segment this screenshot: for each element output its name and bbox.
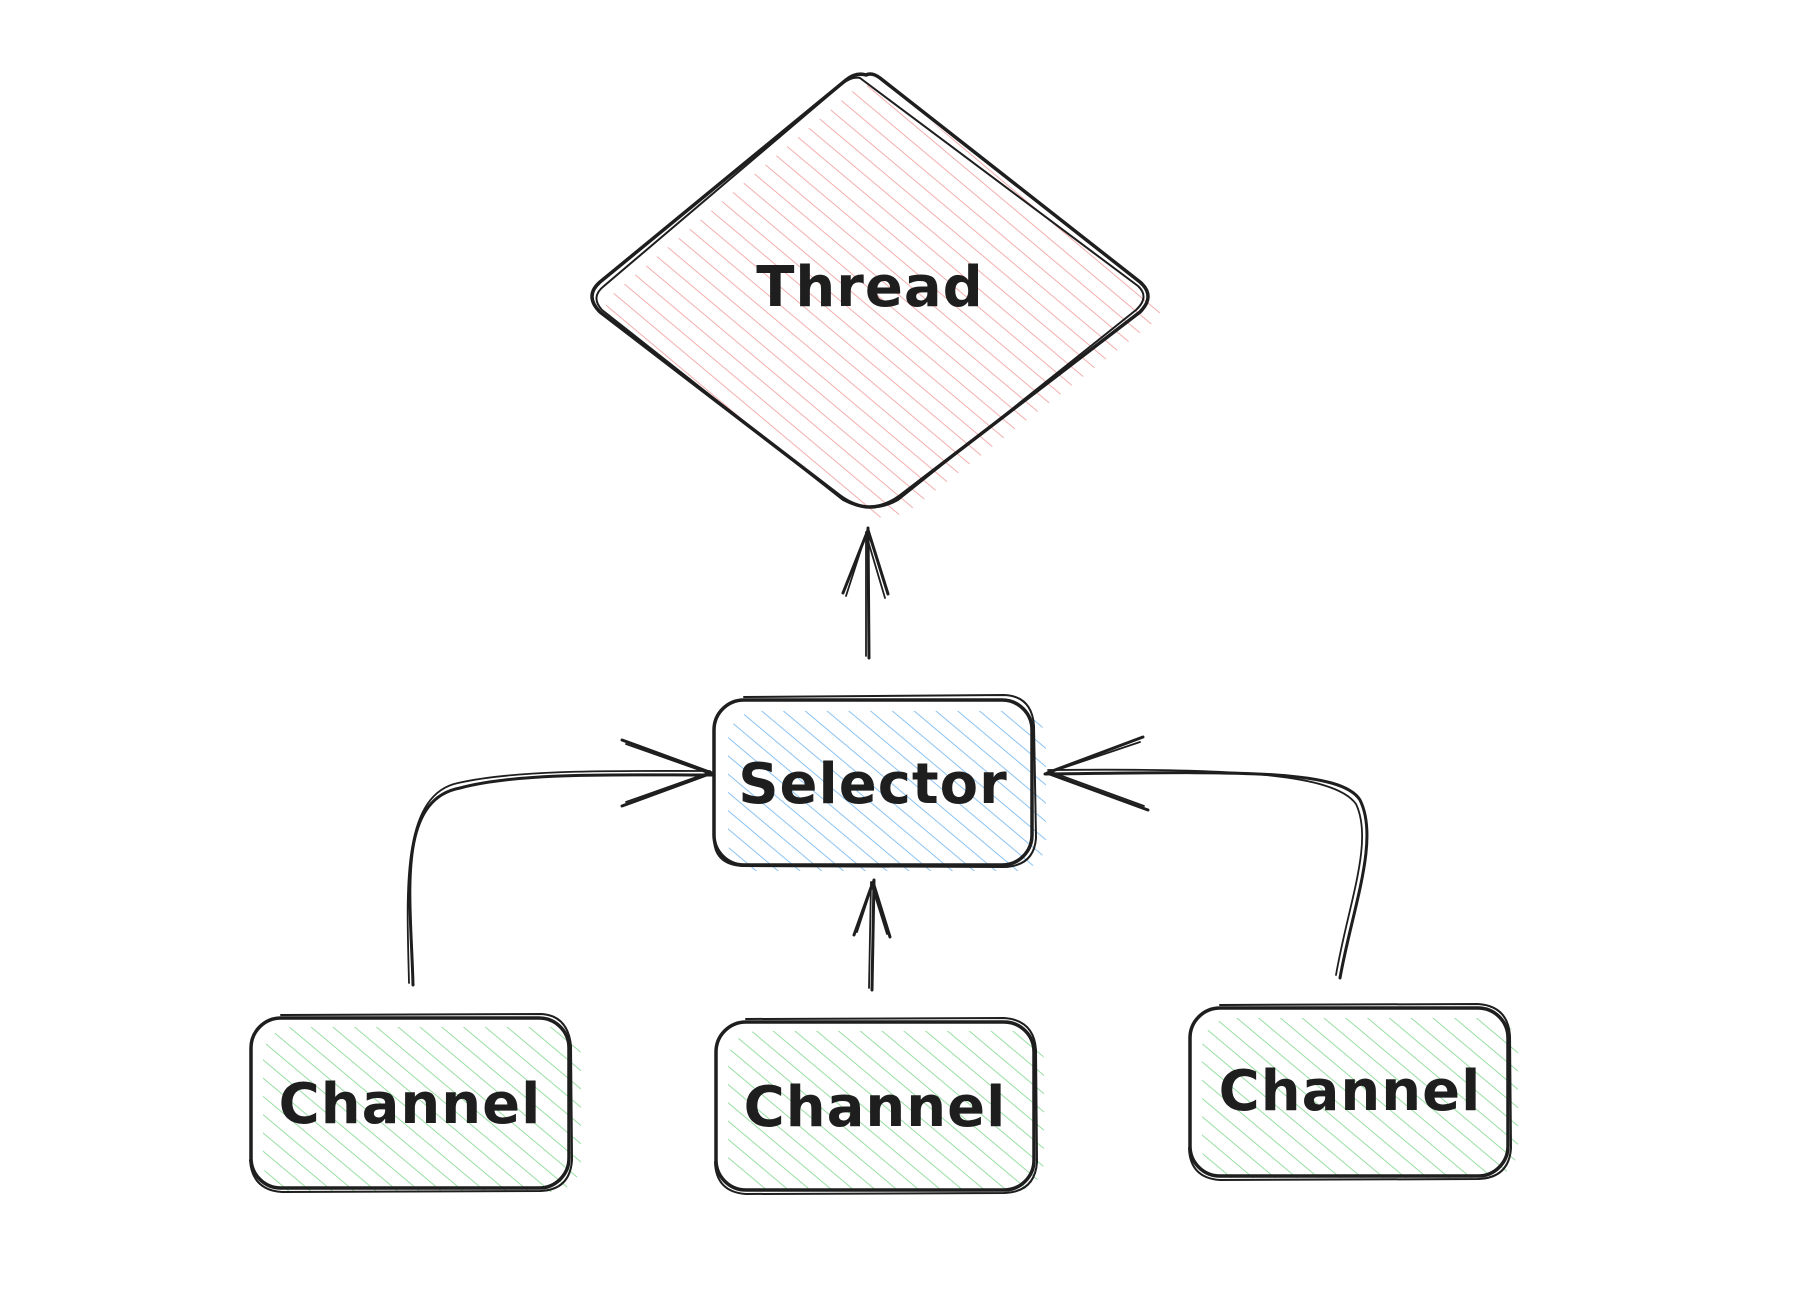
channel-left-node-outline <box>249 1016 571 1190</box>
channel-right-node[interactable]: Channel <box>1188 1003 1518 1181</box>
selector-node-label: Selector <box>738 752 1008 817</box>
channel-right-node-label: Channel <box>1219 1059 1482 1124</box>
arrow-channel-left-shaft <box>408 773 714 987</box>
thread-node[interactable]: Thread <box>590 72 1161 518</box>
channel-left-node-fill <box>263 1027 581 1192</box>
channel-left-node[interactable]: Channel <box>249 1013 581 1193</box>
arrow-selector-to-thread-head <box>841 528 890 596</box>
arrow-channel-left-head-sketch <box>625 743 709 803</box>
arrow-channel-left-to-selector[interactable] <box>406 738 714 987</box>
channel-middle-node-outline-sketch <box>714 1017 1038 1195</box>
thread-node-outline-sketch <box>595 76 1145 509</box>
arrow-channel-left-head <box>620 738 714 808</box>
channel-left-node-outline-sketch <box>249 1013 573 1193</box>
channel-right-node-outline-sketch <box>1188 1003 1512 1181</box>
arrow-selector-to-thread[interactable] <box>841 526 890 660</box>
arrow-channel-middle-shaft-sketch <box>868 881 872 989</box>
channel-left-node-label: Channel <box>279 1072 542 1137</box>
arrow-channel-middle-shaft <box>870 878 876 992</box>
arrow-channel-right-head-sketch <box>1050 741 1145 807</box>
thread-node-fill <box>606 85 1161 518</box>
arrow-selector-to-thread-shaft <box>866 526 871 660</box>
selector-node-fill <box>728 711 1046 871</box>
arrow-channel-middle-to-selector[interactable] <box>852 878 892 992</box>
arrow-channel-middle-head <box>852 880 892 939</box>
selector-node-outline-sketch <box>712 694 1037 868</box>
channel-middle-node-outline <box>714 1020 1036 1192</box>
arrow-channel-right-shaft <box>1043 771 1369 980</box>
arrow-channel-right-shaft-sketch <box>1047 768 1363 976</box>
selector-node-outline <box>712 698 1034 867</box>
arrow-selector-to-thread-head-sketch <box>845 533 886 599</box>
arrow-channel-right-to-selector[interactable] <box>1043 735 1369 980</box>
channel-right-node-fill <box>1202 1018 1518 1178</box>
channel-middle-node[interactable]: Channel <box>714 1017 1044 1195</box>
arrow-channel-left-shaft-sketch <box>406 770 711 984</box>
arrow-channel-right-head <box>1045 735 1150 812</box>
thread-node-label: Thread <box>756 255 984 320</box>
arrow-channel-middle-head-sketch <box>856 885 888 935</box>
selector-node[interactable]: Selector <box>712 694 1046 871</box>
channel-right-node-outline <box>1188 1006 1510 1178</box>
channel-middle-node-label: Channel <box>744 1075 1007 1140</box>
channel-middle-node-fill <box>728 1031 1044 1191</box>
